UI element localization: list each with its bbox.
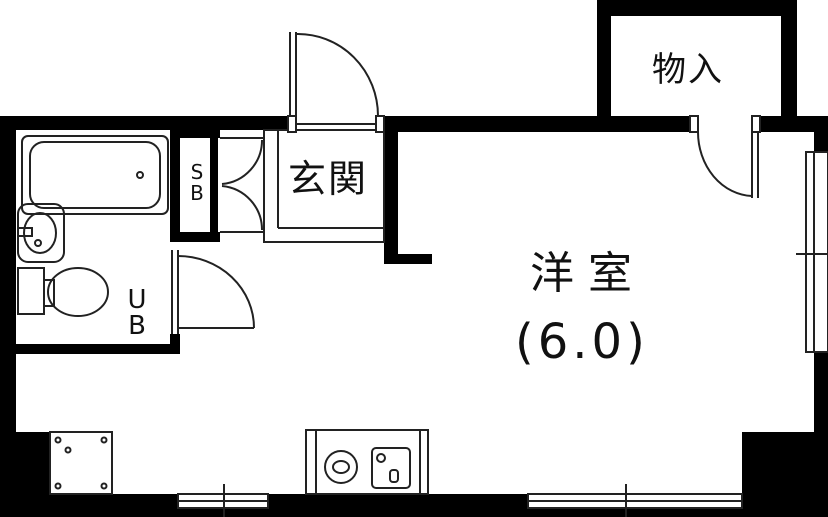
entrance-floor [263, 129, 385, 243]
bathtub [21, 135, 169, 215]
bath-door-swing [177, 255, 255, 329]
shoebox-door-swing-top [221, 139, 264, 185]
storage-label: 物入 [652, 50, 724, 90]
bath-wall-bottom [16, 344, 180, 354]
front-door-swing [295, 32, 379, 117]
entrance-wall-stub [384, 254, 432, 264]
kitchen-counter [305, 429, 429, 495]
front-door-frame-left [287, 115, 297, 133]
shoe-box-label-bottom: B [190, 181, 204, 205]
sink-basin [371, 447, 411, 489]
pillar-left [16, 432, 50, 494]
appliance-box [49, 431, 113, 495]
top-wall-left [0, 116, 290, 130]
appliance-dot-4 [100, 482, 108, 490]
top-wall-right [384, 116, 694, 132]
bathtub-drain [136, 171, 144, 179]
shoebox-wall-top [170, 130, 220, 138]
windows [177, 151, 828, 517]
storage-door-swing [697, 131, 753, 197]
shoebox-door-swing-bottom [221, 185, 264, 231]
bath-wall-right [170, 130, 180, 242]
toilet-seat-back [43, 279, 55, 307]
sink-drain [389, 469, 399, 483]
entrance-wall-right [384, 116, 398, 264]
right-window [805, 151, 828, 353]
entrance-step [263, 129, 385, 243]
left-wall [0, 116, 16, 517]
bath-wall-lower-right [170, 334, 180, 354]
appliance-dot-5 [64, 446, 72, 454]
pillar-right [742, 432, 814, 494]
sink-tap [376, 453, 386, 463]
washbasin-drain [34, 239, 42, 247]
entrance-label: 玄関 [288, 157, 369, 201]
washbasin-tap [17, 227, 33, 237]
shoebox-divider [210, 130, 218, 242]
toilet-tank [17, 267, 45, 315]
stove-burner-inner [332, 460, 350, 474]
storage-wall-top [597, 0, 797, 16]
top-wall-right-2 [756, 116, 828, 132]
washbasin-bowl [23, 212, 57, 254]
appliance-dot-1 [54, 436, 62, 444]
western-room-label: 洋室 [530, 248, 646, 299]
bathtub-inner [29, 141, 161, 209]
storage-wall-left [597, 0, 611, 128]
storage-wall-right [781, 0, 797, 128]
doors [171, 32, 761, 334]
unit-bath-label: U B [124, 287, 150, 339]
western-room-size: (6.0) [515, 314, 649, 370]
shoe-box-label-top: S [190, 160, 204, 184]
fixtures [17, 135, 429, 495]
appliance-dot-3 [54, 482, 62, 490]
storage-door-frame-right [751, 115, 761, 133]
stove-burner-outer [324, 450, 358, 484]
right-wall-lower [814, 352, 828, 517]
shoe-box-label: S B [188, 162, 206, 204]
storage-door-frame-left [689, 115, 699, 133]
toilet-bowl [47, 267, 109, 317]
unit-bath-label-top: U [127, 285, 147, 315]
right-wall-upper [814, 116, 828, 152]
unit-bath-label-bottom: B [128, 311, 146, 341]
shoebox-wall-bottom [170, 232, 220, 242]
front-door-frame-right [375, 115, 385, 133]
appliance-dot-2 [100, 436, 108, 444]
